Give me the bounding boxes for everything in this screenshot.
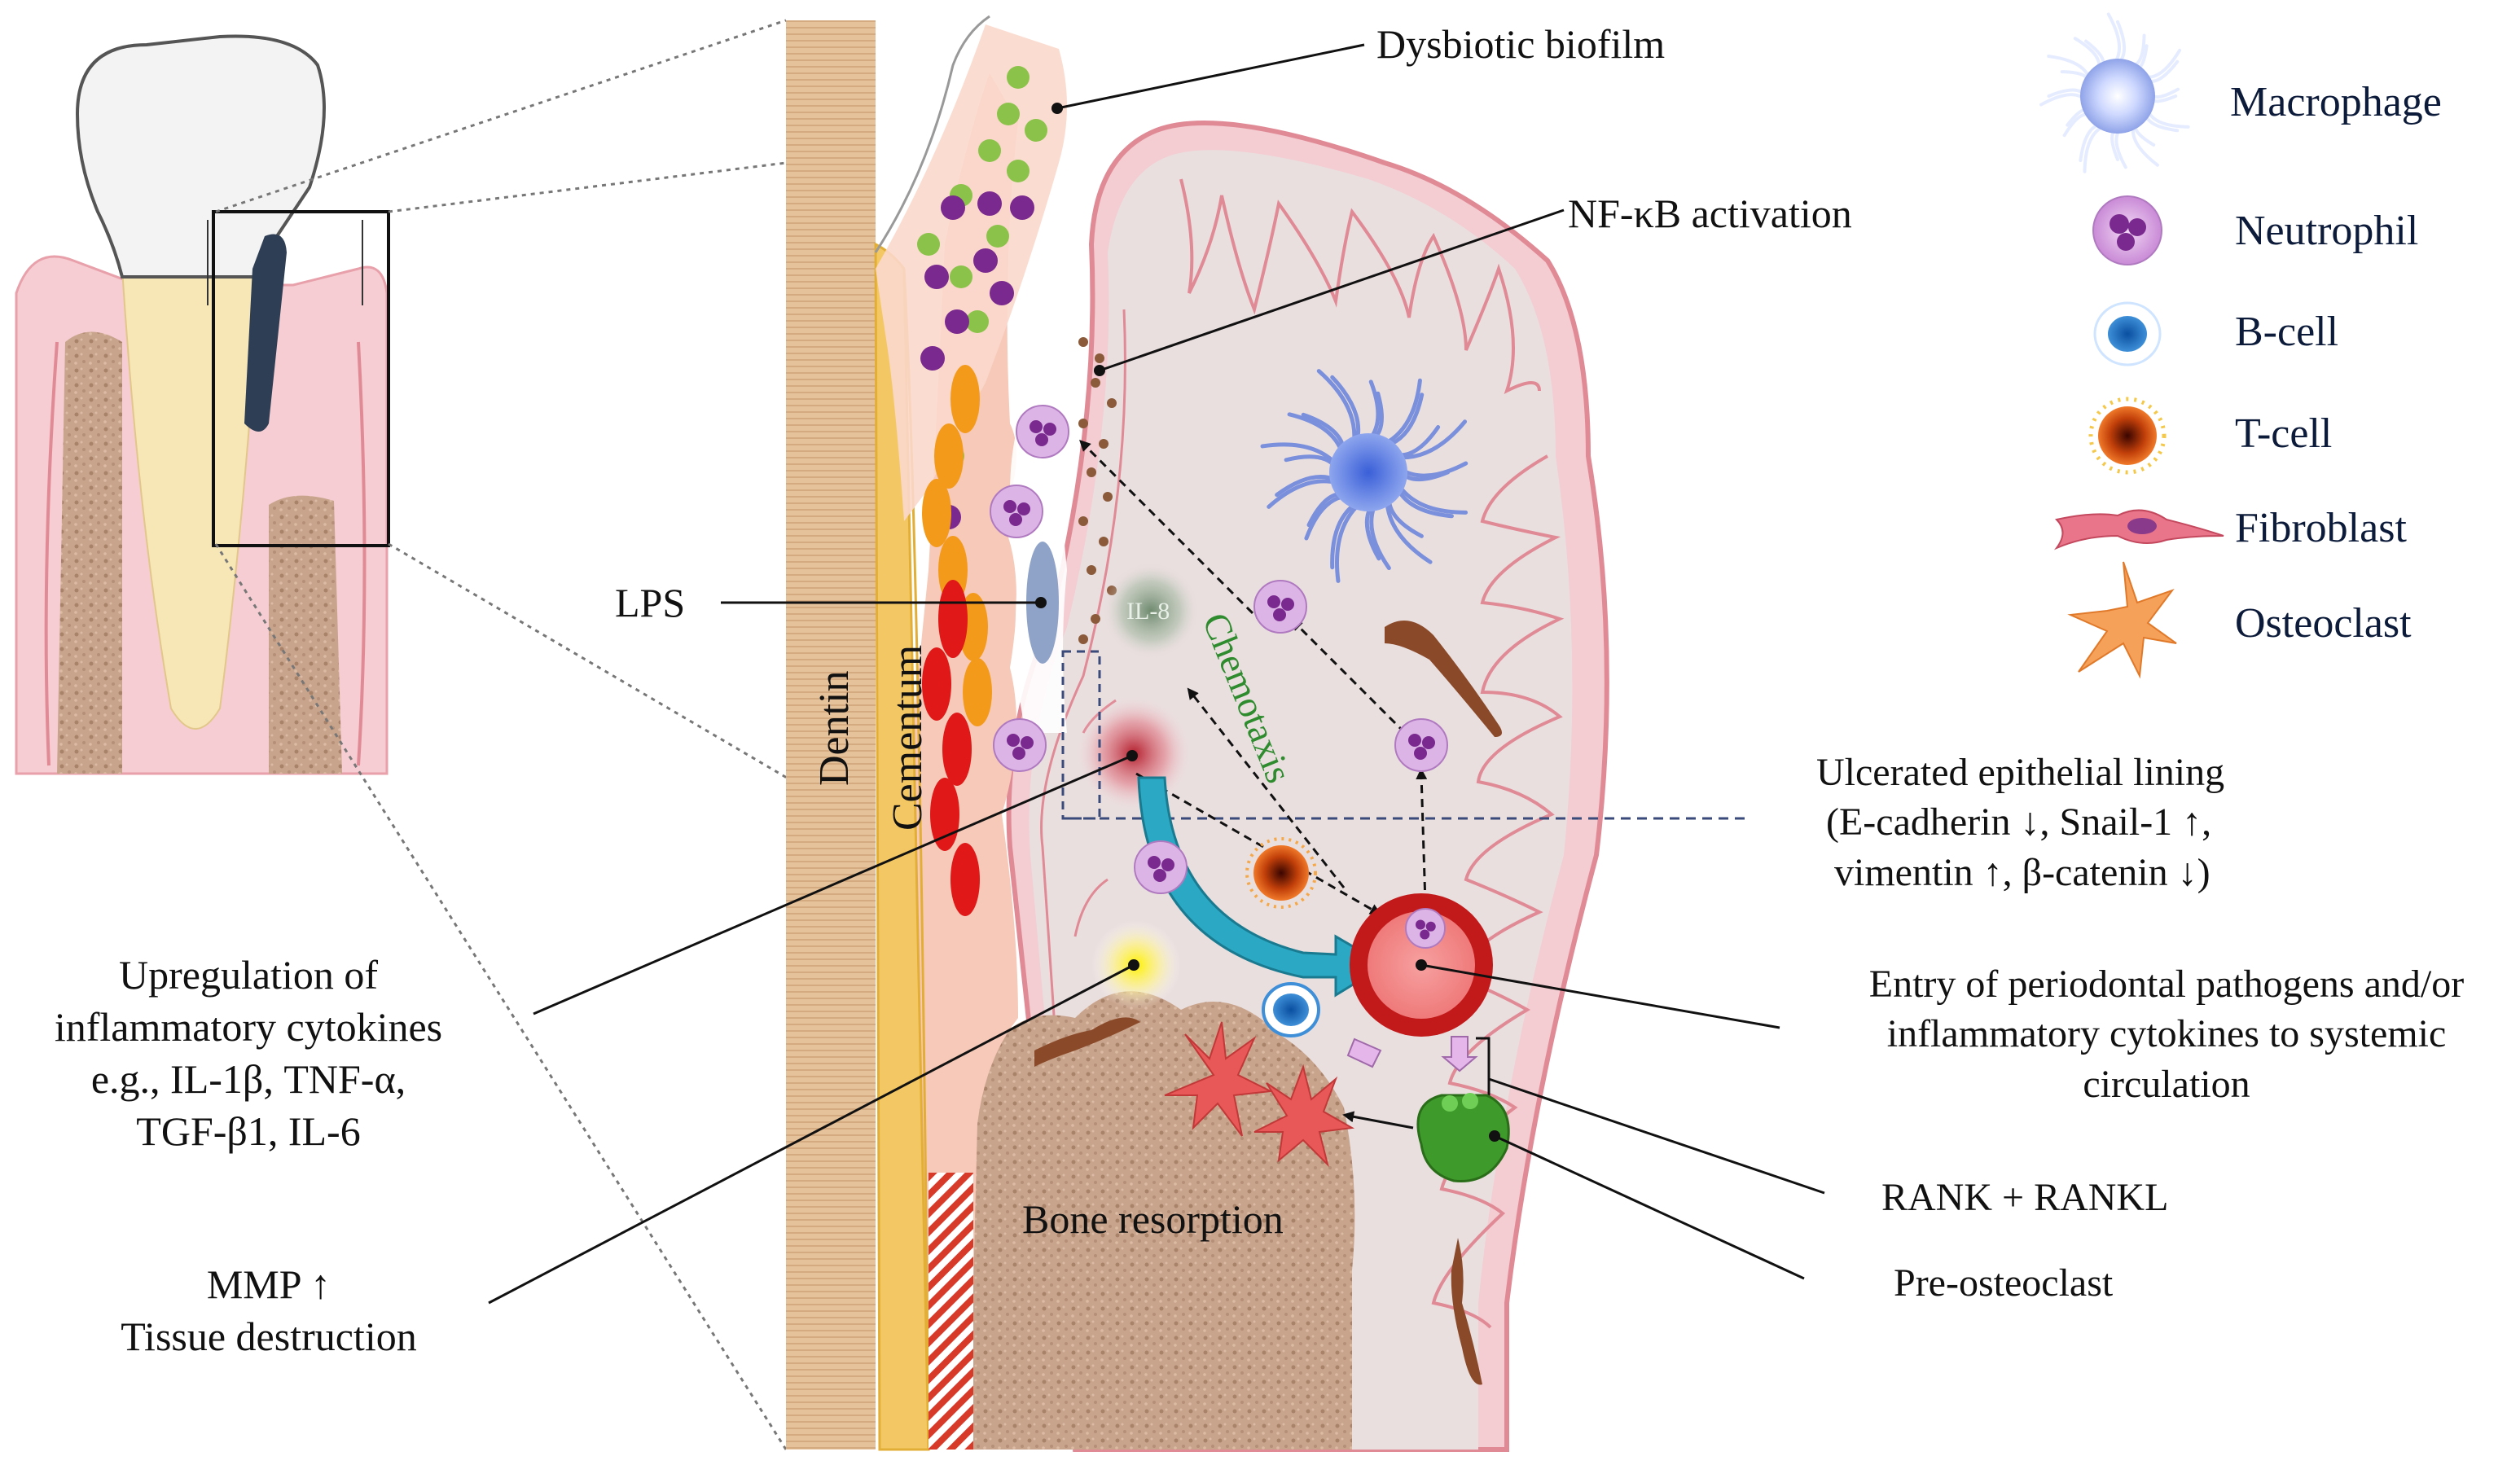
macrophage-icon [2039, 12, 2190, 173]
label-cytokine-upregulation: Upregulation of inflammatory cytokines e… [54, 952, 443, 1154]
dentin-layer [786, 20, 876, 1450]
label-nfkb-activation: NF-κB activation [1568, 191, 1852, 236]
neutrophil [990, 485, 1043, 538]
legend-label-t-cell: T-cell [2235, 410, 2333, 457]
label-pre-osteoclast: Pre-osteoclast [1894, 1261, 2114, 1305]
macrophage-tissue [1260, 369, 1469, 583]
label-rank-rankl: RANK + RANKL [1881, 1176, 2169, 1219]
label-bone-resorption: Bone resorption [1022, 1196, 1284, 1242]
pre-osteoclast-cell [1416, 1093, 1510, 1182]
legend-label-neutrophil: Neutrophil [2235, 208, 2419, 254]
label-dentin: Dentin [811, 670, 858, 786]
label-dysbiotic-biofilm: Dysbiotic biofilm [1376, 21, 1666, 67]
legend-label-macrophage: Macrophage [2230, 79, 2442, 125]
neutrophil [1134, 840, 1188, 894]
zoom-lines [214, 19, 815, 1450]
label-cementum: Cementum [885, 644, 931, 831]
legend-label-b-cell: B-cell [2235, 309, 2339, 355]
neutrophil [1253, 580, 1307, 634]
neutrophil [993, 718, 1047, 772]
rankl-marker-small [1346, 1037, 1382, 1068]
chemotaxis-paths [1079, 440, 1428, 915]
b-cell-icon [2093, 301, 2162, 366]
resorbed-cementum [929, 1173, 973, 1450]
label-mmp-tissue-destruction: MMP ↑ Tissue destruction [121, 1261, 417, 1359]
neutrophil [1405, 908, 1446, 949]
label-systemic-entry: Entry of periodontal pathogens and/or in… [1868, 963, 2465, 1106]
neutrophil [1016, 405, 1069, 458]
osteoclast-icon [2067, 561, 2177, 679]
osteoclasts-tissue [1164, 1021, 1355, 1168]
fibroblast-icon [2053, 509, 2224, 550]
biofilm-edge [874, 15, 990, 253]
tooth-overview [15, 34, 390, 775]
fibroblasts-tissue [1034, 621, 1502, 1385]
legend-label-osteoclast: Osteoclast [2235, 600, 2412, 647]
alveolar-bone [969, 991, 1355, 1450]
neutrophil [1394, 718, 1448, 772]
neutrophil-cells [990, 405, 1448, 949]
legend-label-fibroblast: Fibroblast [2235, 505, 2407, 551]
label-lps: LPS [615, 580, 686, 625]
legend-icons [2039, 12, 2224, 679]
b-cell-tissue [1262, 982, 1320, 1037]
leader-lines [488, 43, 1825, 1305]
label-ulcerated-epithelial-lining: Ulcerated epithelial lining (E-cadherin … [1816, 751, 2225, 894]
t-cell-tissue [1245, 837, 1317, 909]
dashed-box [1061, 650, 1101, 820]
pdl-cells [922, 365, 992, 916]
neutrophil-icon [2092, 195, 2162, 265]
t-cell-icon [2088, 397, 2167, 475]
il8-glow [1102, 562, 1200, 660]
label-il8: IL-8 [1126, 598, 1170, 625]
